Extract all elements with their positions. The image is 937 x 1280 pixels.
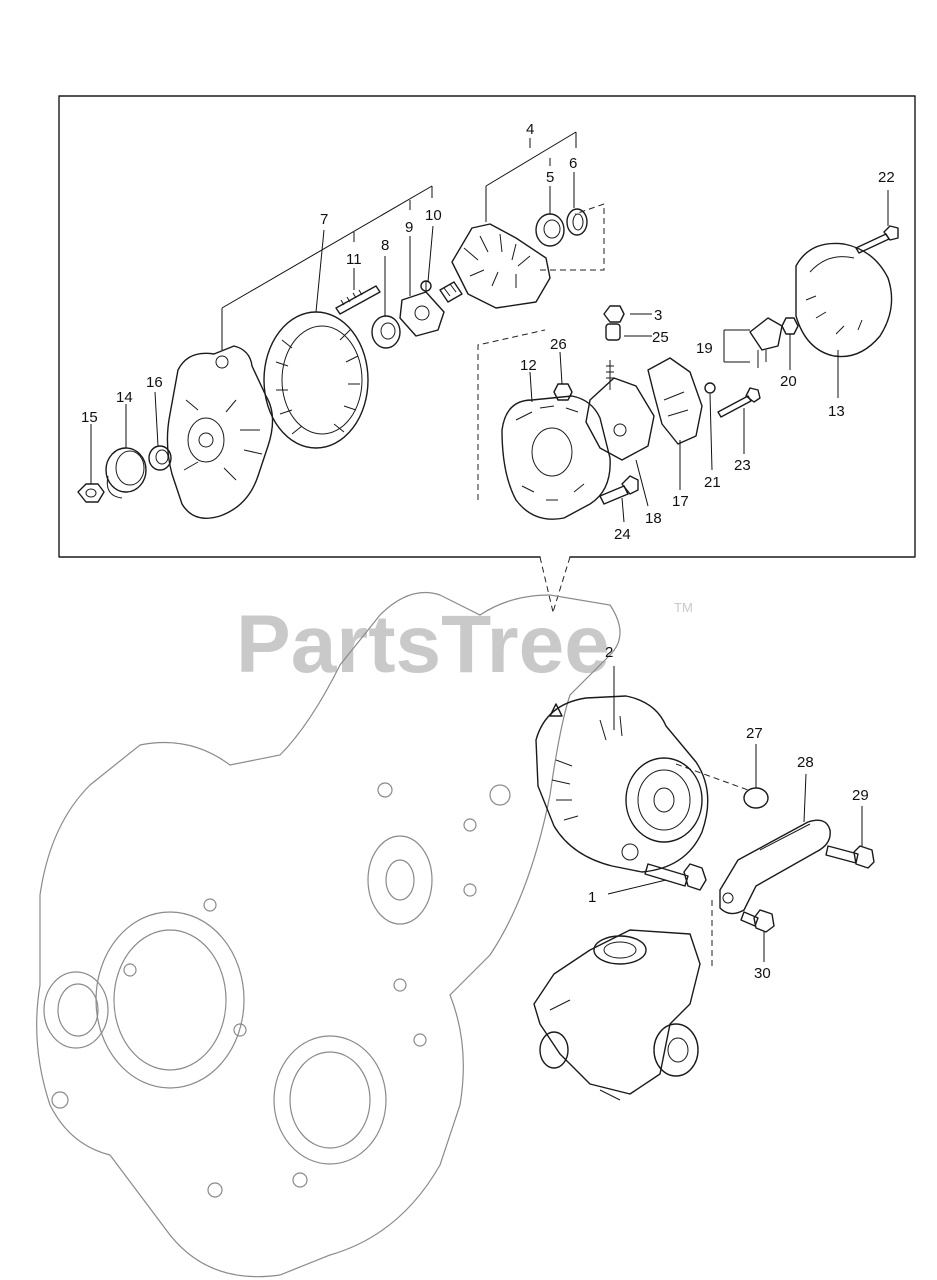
callout-9: 9 bbox=[405, 219, 413, 236]
brush-holder-part-17 bbox=[647, 357, 703, 445]
leader-lines bbox=[90, 131, 889, 962]
nut-part-3 bbox=[603, 305, 625, 323]
callout-6: 6 bbox=[569, 155, 577, 172]
callout-21: 21 bbox=[704, 474, 721, 491]
collar-part-14 bbox=[105, 447, 147, 499]
rotor-part-4 bbox=[439, 223, 551, 309]
callout-14: 14 bbox=[116, 389, 133, 406]
rectifier-part-18 bbox=[585, 360, 655, 461]
callout-20: 20 bbox=[780, 373, 797, 390]
callout-28: 28 bbox=[797, 754, 814, 771]
bolt-part-24 bbox=[599, 475, 639, 505]
callout-8: 8 bbox=[381, 237, 389, 254]
alternator-detail-inset bbox=[58, 95, 916, 613]
callout-4: 4 bbox=[526, 121, 534, 138]
callout-labels: 4 5 6 7 11 8 9 10 22 3 25 26 19 12 20 16… bbox=[81, 121, 895, 982]
callout-18: 18 bbox=[645, 510, 662, 527]
callout-1: 1 bbox=[588, 889, 596, 906]
callout-22: 22 bbox=[878, 169, 895, 186]
rear-housing-part-12 bbox=[501, 395, 611, 520]
callout-23: 23 bbox=[734, 457, 751, 474]
alternator-part-2 bbox=[535, 695, 709, 873]
callout-16: 16 bbox=[146, 374, 163, 391]
callout-10: 10 bbox=[425, 207, 442, 224]
callout-7: 7 bbox=[320, 211, 328, 228]
watermark-trademark: TM bbox=[674, 600, 693, 615]
bolt-part-1 bbox=[644, 863, 707, 891]
callout-3: 3 bbox=[654, 307, 662, 324]
callout-13: 13 bbox=[828, 403, 845, 420]
callout-5: 5 bbox=[546, 169, 554, 186]
callout-24: 24 bbox=[614, 526, 631, 543]
spacer-part-27 bbox=[743, 787, 769, 809]
screw-part-21 bbox=[704, 382, 716, 394]
callout-26: 26 bbox=[550, 336, 567, 353]
callout-15: 15 bbox=[81, 409, 98, 426]
front-housing bbox=[166, 345, 274, 519]
ring-part-6 bbox=[566, 208, 588, 236]
bearing-part-8 bbox=[371, 315, 401, 349]
rotor-assembly-outline bbox=[540, 203, 605, 271]
nut-part-15 bbox=[77, 483, 105, 503]
callout-27: 27 bbox=[746, 725, 763, 742]
terminal-part-19 bbox=[749, 317, 783, 368]
water-pump-assembly bbox=[533, 929, 701, 1101]
callout-25: 25 bbox=[652, 329, 669, 346]
bearing-part-5 bbox=[535, 213, 565, 247]
bolt-part-22 bbox=[855, 225, 899, 254]
bolt-part-29 bbox=[825, 845, 875, 869]
callout-11: 11 bbox=[346, 251, 362, 268]
bolt-part-30 bbox=[740, 909, 775, 933]
rear-assembly-outline bbox=[477, 329, 546, 500]
watermark: PartsTree TM bbox=[236, 599, 693, 690]
nut-part-26 bbox=[553, 383, 573, 401]
callout-29: 29 bbox=[852, 787, 869, 804]
stator-part-7 bbox=[263, 311, 369, 449]
rear-cover-part-13 bbox=[795, 242, 893, 358]
pulley-alignment-line bbox=[675, 763, 749, 791]
gear-case-cover bbox=[36, 591, 621, 1278]
watermark-brand: PartsTree bbox=[236, 599, 610, 690]
nut-part-20 bbox=[781, 317, 799, 335]
callout-19: 19 bbox=[696, 340, 713, 357]
retainer-plate-part-9 bbox=[399, 291, 445, 337]
bolt-part-23 bbox=[717, 387, 761, 418]
insulator-part-25 bbox=[605, 323, 621, 341]
screw-part-10 bbox=[420, 280, 432, 292]
callout-2: 2 bbox=[605, 644, 613, 661]
adjusting-bracket-part-28 bbox=[719, 819, 831, 915]
callout-17: 17 bbox=[672, 493, 689, 510]
callout-12: 12 bbox=[520, 357, 537, 374]
stud-part-11 bbox=[335, 285, 381, 315]
callout-30: 30 bbox=[754, 965, 771, 982]
